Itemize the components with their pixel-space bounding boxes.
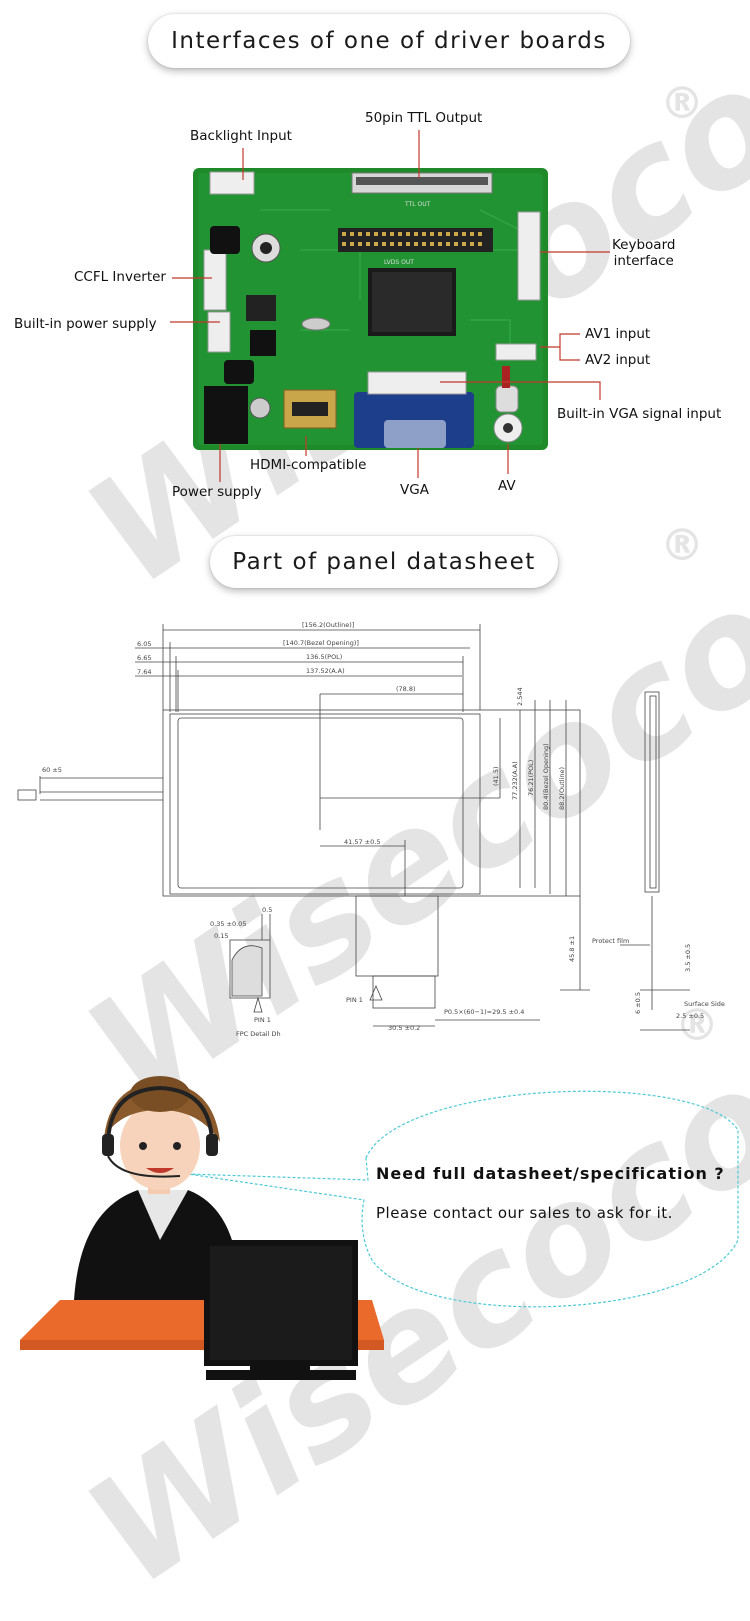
section2-title: Part of panel datasheet <box>232 549 536 575</box>
dim-t3: 0.15 <box>214 932 228 940</box>
label-keyboard-line2: interface <box>613 253 674 269</box>
power-connector-small <box>207 311 231 353</box>
contact-illustration <box>20 1076 739 1380</box>
dim-aa-h: 77.232(A.A) <box>511 761 519 800</box>
dim-d2: 6.65 <box>137 654 151 662</box>
dim-aa-w: 137.52(A.A) <box>306 667 345 675</box>
label-av: AV <box>498 478 516 494</box>
silk-ttl: TTL OUT <box>404 201 431 208</box>
section1-title-pill: Interfaces of one of driver boards <box>148 14 630 68</box>
watermark-reg-2: ® <box>660 520 704 571</box>
silk-lvds: LVDS OUT <box>384 259 414 266</box>
label-pin1-detail: PIN 1 <box>254 1016 271 1024</box>
speech-question: Need full datasheet/specification ? <box>376 1164 725 1183</box>
label-av1: AV1 input <box>585 326 651 342</box>
keyboard-connector <box>517 211 541 301</box>
agent-face <box>120 1102 200 1190</box>
dim-pol-h: 76.21(POL) <box>527 760 535 796</box>
dim-t1: 0.5 <box>262 906 272 914</box>
dim-d3: 7.64 <box>137 668 151 676</box>
dim-d1: 6.05 <box>137 640 151 648</box>
agent-body <box>74 1190 240 1300</box>
label-keyboard-line1: Keyboard <box>612 237 676 253</box>
label-backlight: Backlight Input <box>190 128 292 144</box>
dim-fpc-w: 30.5 ±0.2 <box>388 1024 420 1032</box>
panel-bezel <box>169 713 481 895</box>
dim-outline-w: [156.2(Outline)] <box>302 621 354 629</box>
ccfl-connector <box>203 249 227 311</box>
label-hdmi: HDMI-compatible <box>250 457 367 473</box>
panel-aa <box>177 717 464 889</box>
dim-t2: 0.35 ±0.05 <box>210 920 246 928</box>
speech-answer: Please contact our sales to ask for it. <box>376 1204 673 1222</box>
label-power-supply: Power supply <box>172 484 262 500</box>
panel-datasheet-drawing: 6.05 6.65 7.64 [156.2(Outline)] [140.7(B… <box>17 621 725 1038</box>
dim-thick: 3.5 ±0.5 <box>684 944 692 972</box>
label-pin1: PIN 1 <box>346 996 363 1004</box>
dim-pitch: P0.5×(60−1)=29.5 ±0.4 <box>444 1008 524 1016</box>
dim-s2: 2.5 ±0.5 <box>676 1012 704 1020</box>
panel-outline <box>162 709 581 897</box>
label-surface: Surface Side <box>684 1000 725 1008</box>
label-vga: VGA <box>400 482 429 498</box>
label-keyboard: Keyboard interface <box>612 237 675 269</box>
dim-h-center: (41.5) <box>492 766 500 786</box>
dim-bezel-h: 80.4(Bezel Opening) <box>542 743 550 810</box>
dim-pol-w: 136.5(POL) <box>306 653 342 661</box>
dim-fpc-len: 45.8 ±1 <box>568 936 576 962</box>
dim-outline-h: 88.2(Outline) <box>558 767 566 810</box>
side-view <box>644 691 660 893</box>
fpc <box>355 895 439 977</box>
driver-board-illustration: TTL OUT LVDS OUT <box>170 130 610 482</box>
dim-top-a: 2.544 <box>516 687 524 706</box>
dim-bezel-w: [140.7(Bezel Opening)] <box>283 639 359 647</box>
section1-title: Interfaces of one of driver boards <box>171 28 607 54</box>
label-builtin-power: Built-in power supply <box>14 316 157 332</box>
dim-cable: 60 ±5 <box>42 766 62 774</box>
av-connector <box>495 343 537 361</box>
label-protect: Protect film <box>592 937 629 945</box>
dc-jack <box>204 386 248 444</box>
label-vga-signal: Built-in VGA signal input <box>557 406 722 422</box>
section2-title-pill: Part of panel datasheet <box>210 536 558 588</box>
label-ttl: 50pin TTL Output <box>365 110 483 126</box>
label-av2: AV2 input <box>585 352 651 368</box>
dim-fpc-off: 41.57 ±0.5 <box>344 838 380 846</box>
backlight-connector <box>209 171 255 195</box>
pin-header <box>338 228 493 252</box>
dim-center: (78.8) <box>396 685 416 693</box>
label-ccfl: CCFL Inverter <box>74 269 166 285</box>
dim-s6: 6 ±0.5 <box>634 992 642 1014</box>
label-fpc-detail: FPC Detail Dh <box>236 1030 281 1038</box>
